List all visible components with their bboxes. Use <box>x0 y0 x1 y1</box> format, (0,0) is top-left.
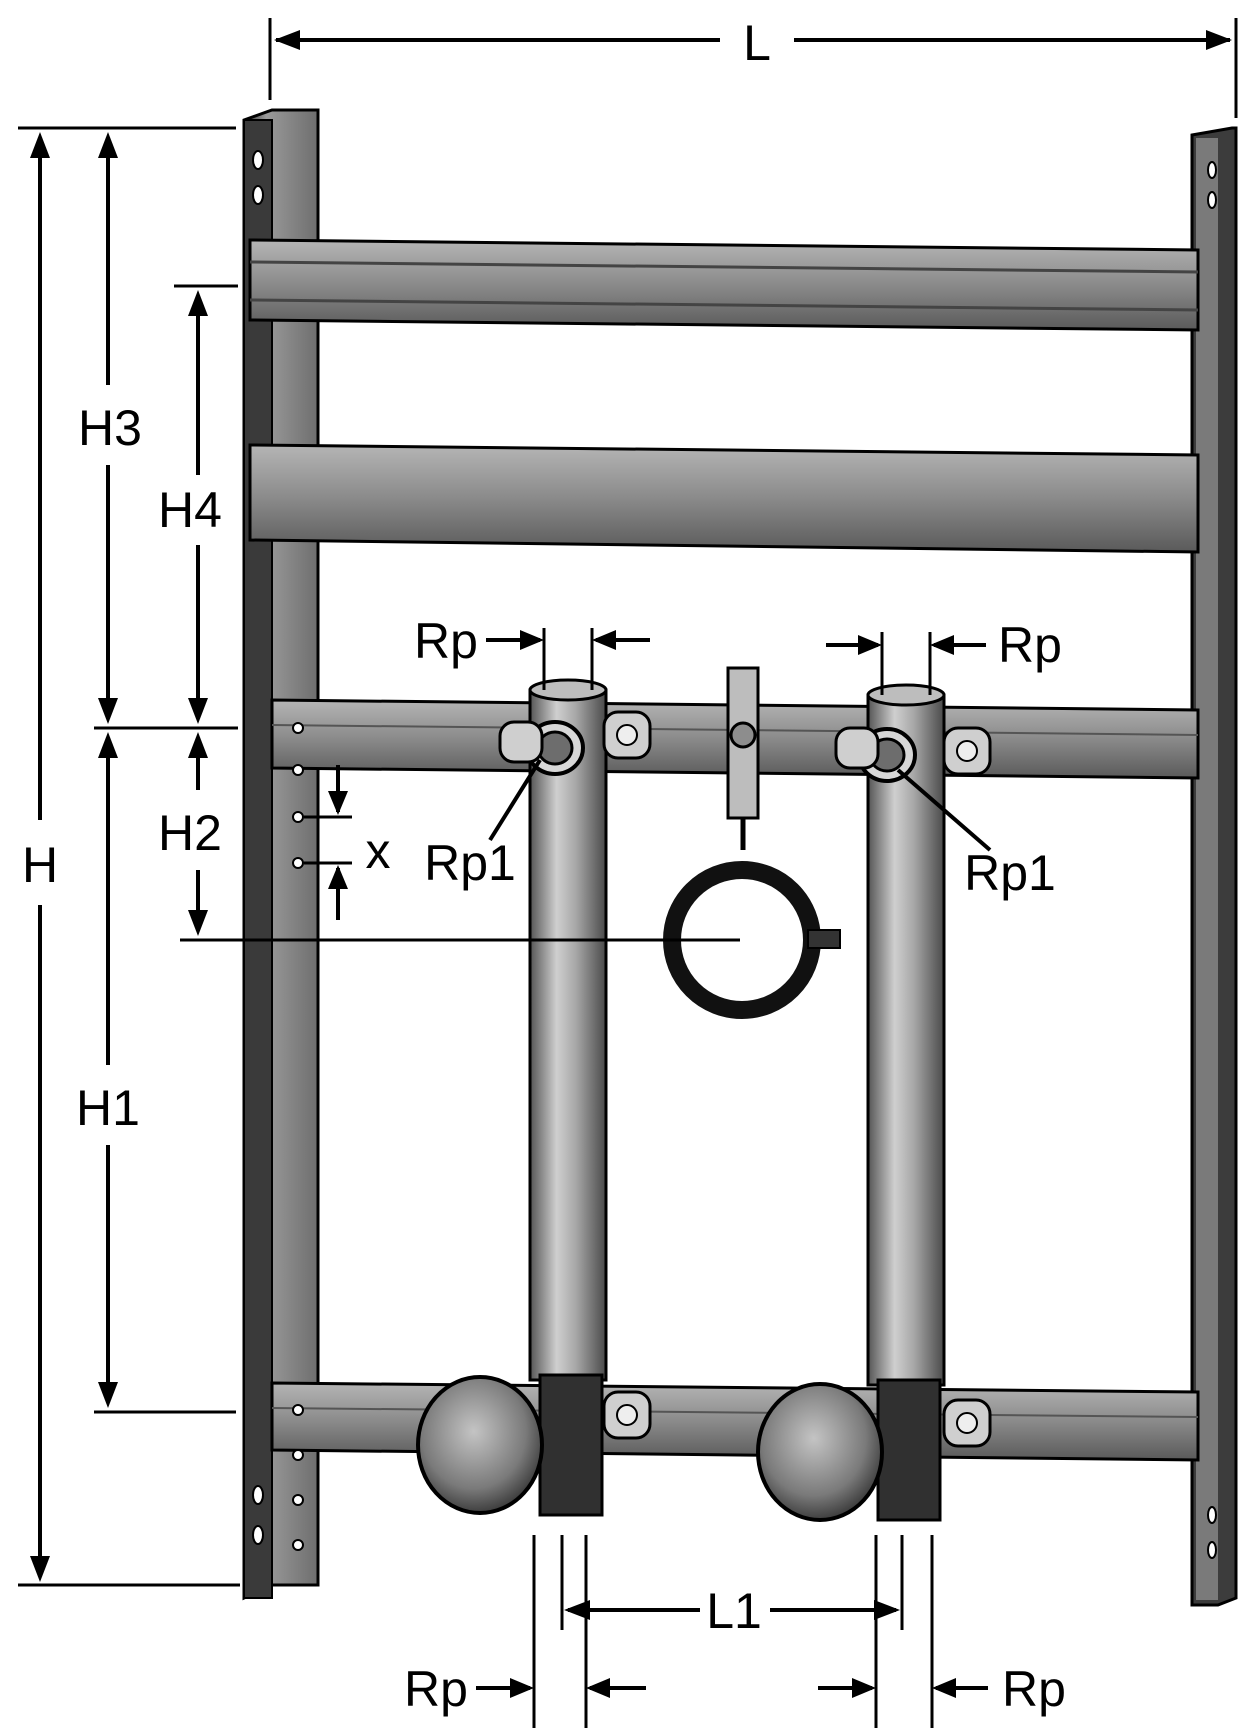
label-rp-top-left: Rp <box>414 613 478 669</box>
label-rp1-left: Rp1 <box>424 835 516 891</box>
middle-rail <box>248 443 1200 554</box>
label-H2: H2 <box>158 805 222 861</box>
top-rail <box>248 238 1200 332</box>
label-L: L <box>743 15 771 71</box>
dimension-lines <box>18 18 1238 1728</box>
label-H3: H3 <box>78 400 142 456</box>
label-H4: H4 <box>158 482 222 538</box>
left-post-edge <box>243 119 273 1599</box>
label-H1: H1 <box>76 1080 140 1136</box>
right-riser-pipe <box>866 693 946 1387</box>
label-x: x <box>366 823 391 879</box>
left-riser-pipe <box>528 688 608 1382</box>
right-post-face <box>1196 138 1218 1600</box>
lower-mount-rail <box>270 1381 1200 1462</box>
label-rp-bottom-right: Rp <box>1002 1661 1066 1717</box>
label-rp-top-right: Rp <box>998 617 1062 673</box>
frame <box>242 108 1238 1607</box>
left-valve-cap <box>416 1375 544 1515</box>
adjustment-holes <box>292 722 304 1551</box>
right-pipe-assembly <box>756 683 992 1522</box>
label-rp1-right: Rp1 <box>964 845 1056 901</box>
label-H: H <box>22 837 58 893</box>
left-pipe-assembly <box>416 678 652 1517</box>
label-L1: L1 <box>706 1583 762 1639</box>
right-valve-cap <box>756 1382 884 1522</box>
post-holes <box>252 150 1217 1559</box>
label-rp-bottom-left: Rp <box>404 1661 468 1717</box>
dimension-labels: L H H3 H4 H2 x H1 L1 Rp Rp Rp1 Rp1 Rp Rp <box>22 15 1066 1717</box>
